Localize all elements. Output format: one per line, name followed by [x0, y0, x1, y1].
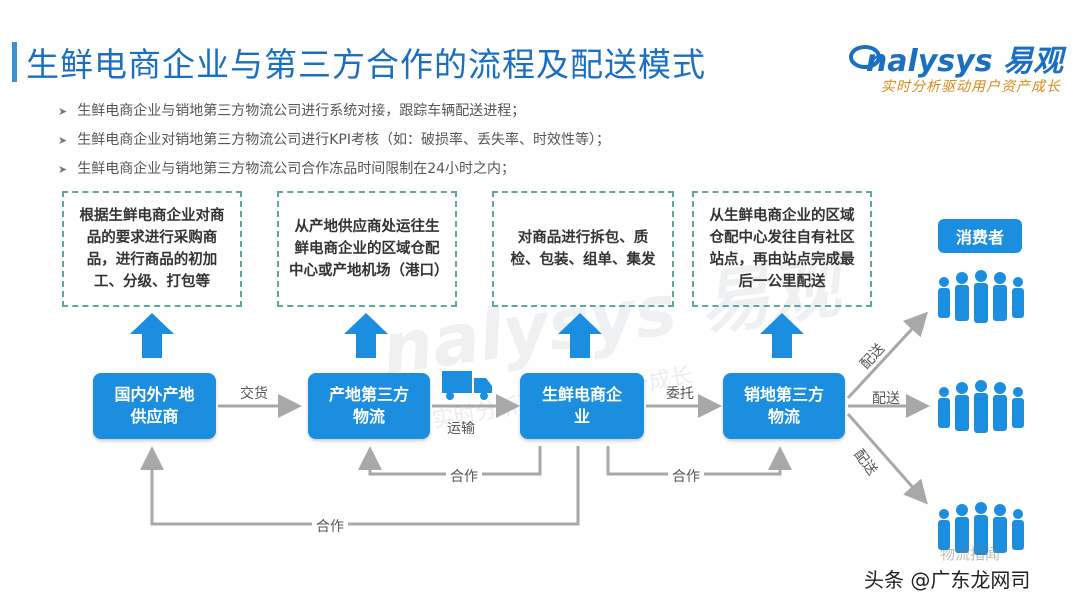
- label-distribute: 配送: [872, 391, 900, 407]
- node-destination-logistics: 销地第三方物流: [723, 373, 845, 439]
- label-cooperate: 合作: [668, 466, 704, 486]
- bullet-item: ➤生鲜电商企业对销地第三方物流公司进行KPI考核（如：破损率、丢失率、时效性等）…: [58, 132, 610, 148]
- bullet-arrow-icon: ➤: [58, 134, 68, 147]
- people-group-icon: [938, 380, 1024, 433]
- label-cooperate: 合作: [312, 516, 348, 536]
- up-arrow-icon: [130, 313, 174, 358]
- desc-box-destination-logistics: 从生鲜电商企业的区域仓配中心发往自有社区站点，再由站点完成最后一公里配送: [692, 191, 872, 307]
- desc-box-origin-logistics: 从产地供应商处运往生鲜电商企业的区域仓配中心或产地机场（港口）: [277, 191, 457, 307]
- logo-slogan: 实时分析驱动用户资产成长: [881, 79, 1061, 95]
- people-group-icon: [938, 270, 1024, 323]
- up-arrow-icon: [344, 313, 388, 358]
- truck-icon: [442, 371, 492, 400]
- bullet-arrow-icon: ➤: [58, 163, 68, 176]
- up-arrow-icon: [760, 313, 804, 358]
- label-entrust: 委托: [666, 386, 694, 402]
- desc-box-ecommerce: 对商品进行拆包、质检、包装、组单、集发: [492, 191, 674, 307]
- page-title: 生鲜电商企业与第三方合作的流程及配送模式: [26, 45, 706, 84]
- bullet-arrow-icon: ➤: [58, 105, 68, 118]
- desc-box-supplier: 根据生鲜电商企业对商品的要求进行采购商品，进行商品的初加工、分级、打包等: [62, 191, 242, 307]
- node-fresh-ecommerce: 生鲜电商企业: [520, 373, 644, 439]
- label-deliver: 交货: [240, 386, 268, 402]
- people-group-icon: [938, 502, 1024, 555]
- source-watermark: 头条 @广东龙网司: [864, 568, 1031, 592]
- node-supplier: 国内外产地供应商: [93, 373, 216, 439]
- label-cooperate: 合作: [446, 466, 482, 486]
- bullet-list: ➤生鲜电商企业与销地第三方物流公司进行系统对接，跟踪车辆配送进程； ➤生鲜电商企…: [58, 97, 610, 184]
- node-origin-logistics: 产地第三方物流: [308, 373, 430, 439]
- logo-swirl-icon: [849, 45, 881, 69]
- up-arrow-icon: [558, 313, 602, 358]
- label-transport: 运输: [447, 421, 475, 437]
- bullet-item: ➤生鲜电商企业与销地第三方物流公司进行系统对接，跟踪车辆配送进程；: [58, 103, 526, 119]
- title-accent-bar: [12, 42, 17, 82]
- wechat-watermark: 物流指闻: [940, 545, 1001, 563]
- consumer-label: 消费者: [938, 219, 1022, 253]
- analysys-logo: nalysys 易观 实时分析驱动用户资产成长: [848, 36, 1063, 96]
- logo-brand: nalysys 易观: [865, 44, 1063, 79]
- bullet-item: ➤生鲜电商企业与销地第三方物流公司合作冻品时间限制在24小时之内；: [58, 161, 516, 177]
